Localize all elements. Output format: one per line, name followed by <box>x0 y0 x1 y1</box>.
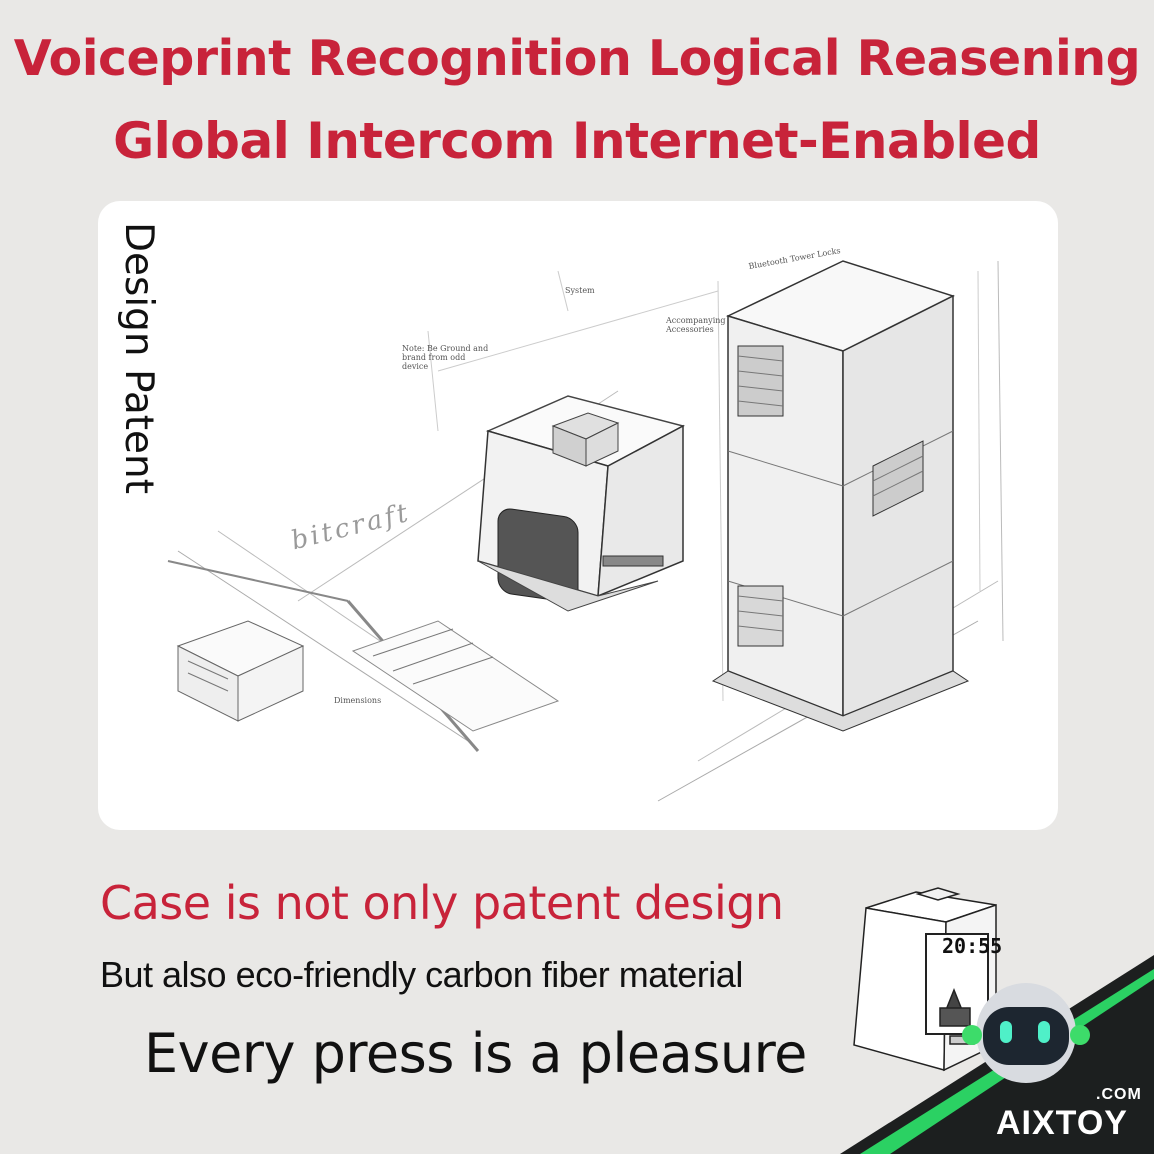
patent-sketch-card <box>98 201 1058 830</box>
brand-domain-suffix: .COM <box>1096 1086 1142 1103</box>
brand-corner-banner <box>840 955 1154 1154</box>
sketch-annotation-accessories: Accompanying Accessories <box>666 316 726 334</box>
robot-mascot-icon <box>962 983 1090 1083</box>
sketch-annotation-note: Note: Be Ground and brand from odd devic… <box>402 344 489 371</box>
sketch-annotation-system: System <box>565 286 595 295</box>
brand-logo-text: AIXTOY <box>996 1104 1128 1142</box>
headline-line-1: Voiceprint Recognition Logical Reasening <box>13 30 1141 87</box>
patent-sketch-drawing <box>167 260 1004 802</box>
copy-line-pleasure: Every press is a pleasure <box>144 1022 807 1085</box>
sketch-annotation-dimensions: Dimensions <box>334 696 382 705</box>
design-patent-label: Design Patent <box>116 222 161 495</box>
copy-line-patent: Case is not only patent design <box>100 876 784 930</box>
copy-line-material: But also eco-friendly carbon fiber mater… <box>100 954 743 995</box>
device-clock-display: 20:55 <box>942 934 1003 958</box>
headline-line-2: Global Intercom Internet-Enabled <box>113 112 1041 170</box>
